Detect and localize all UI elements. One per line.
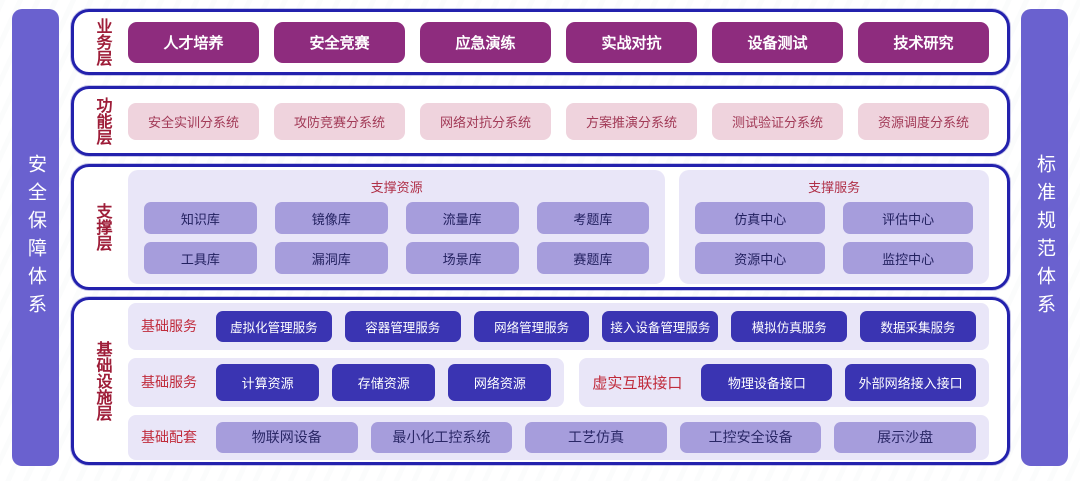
support-resources-grid: 知识库 镜像库 流量库 考题库 工具库 漏洞库 场景库 赛题库 [144,202,650,274]
support-service-item: 监控中心 [843,242,973,274]
infra-facilities-row: 基础配套 物联网设备 最小化工控系统 工艺仿真 工控安全设备 展示沙盘 [128,414,989,460]
support-service-item: 仿真中心 [695,202,826,234]
function-item: 测试验证分系统 [712,102,843,140]
function-item: 资源调度分系统 [858,102,989,140]
infra-interface-item: 物理设备接口 [701,363,833,401]
infra-services-row: 基础服务 虚拟化管理服务 容器管理服务 网络管理服务 接入设备管理服务 模拟仿真… [128,302,989,350]
business-item: 实战对抗 [566,21,697,63]
infra-service-item: 虚拟化管理服务 [216,310,332,342]
pillar-standards: 标准规范体系 [1021,9,1068,466]
infra-facility-item: 最小化工控系统 [370,421,513,453]
support-resource-item: 场景库 [405,242,519,274]
panel-infrastructure-layer: 基础设施层 基础服务 虚拟化管理服务 容器管理服务 网络管理服务 接入设备管理服… [71,297,1010,465]
panel-business-layer: 业务层 人才培养 安全竞赛 应急演练 实战对抗 设备测试 技术研究 [71,9,1010,75]
support-resource-item: 镜像库 [274,202,388,234]
support-service-item: 评估中心 [843,202,973,234]
infra-facility-item: 工艺仿真 [525,421,667,453]
infra-services-row-label: 基础服务 [141,318,197,334]
infra-facility-item: 物联网设备 [216,421,358,453]
infra-service-item: 接入设备管理服务 [602,310,719,342]
infra-service-item: 模拟仿真服务 [731,310,848,342]
business-item: 安全竞赛 [274,21,405,63]
support-layer-label: 支撑层 [93,203,111,251]
support-resource-item: 赛题库 [536,242,650,274]
business-items-row: 人才培养 安全竞赛 应急演练 实战对抗 设备测试 技术研究 [128,21,989,63]
infra-service-item: 容器管理服务 [344,310,461,342]
panel-function-layer: 功能层 安全实训分系统 攻防竞赛分系统 网络对抗分系统 方案推演分系统 测试验证… [71,86,1010,156]
infra-facility-item: 展示沙盘 [834,421,976,453]
function-layer-label: 功能层 [93,97,111,145]
function-item: 安全实训分系统 [128,102,259,140]
infrastructure-content: 基础服务 虚拟化管理服务 容器管理服务 网络管理服务 接入设备管理服务 模拟仿真… [128,302,989,460]
infra-service-item: 数据采集服务 [860,310,976,342]
infra-service-item: 网络管理服务 [473,310,590,342]
pillar-security-assurance: 安全保障体系 [12,9,59,466]
infra-resource-item: 计算资源 [216,363,320,401]
support-services-group: 支撑服务 仿真中心 评估中心 资源中心 监控中心 [679,170,989,284]
business-item: 应急演练 [420,21,551,63]
support-resource-item: 流量库 [405,202,519,234]
infra-interface-group: 虚实互联接口 物理设备接口 外部网络接入接口 [579,357,989,407]
support-resources-group: 支撑资源 知识库 镜像库 流量库 考题库 工具库 漏洞库 场景库 赛题库 [128,170,666,284]
infra-facility-item: 工控安全设备 [679,421,822,453]
support-resource-item: 漏洞库 [274,242,388,274]
infrastructure-layer-label: 基础设施层 [93,341,111,421]
support-service-item: 资源中心 [695,242,826,274]
function-items-row: 安全实训分系统 攻防竞赛分系统 网络对抗分系统 方案推演分系统 测试验证分系统 … [128,102,989,140]
support-services-title: 支撑服务 [808,180,861,195]
support-resource-item: 知识库 [144,202,257,234]
infra-resource-item: 存储资源 [332,363,436,401]
business-layer-label: 业务层 [93,18,111,66]
support-resource-item: 考题库 [536,202,650,234]
support-services-grid: 仿真中心 评估中心 资源中心 监控中心 [695,202,973,274]
business-item: 设备测试 [712,21,843,63]
panel-support-layer: 支撑层 支撑资源 知识库 镜像库 流量库 考题库 工具库 漏洞库 场景库 赛题库… [71,164,1010,290]
support-resource-item: 工具库 [144,242,257,274]
pillar-security-assurance-label: 安全保障体系 [25,153,46,322]
function-item: 方案推演分系统 [566,102,697,140]
support-content: 支撑资源 知识库 镜像库 流量库 考题库 工具库 漏洞库 场景库 赛题库 支撑服… [128,170,989,284]
infra-interface-label: 虚实互联接口 [592,374,683,392]
infra-resource-item: 网络资源 [448,363,552,401]
function-item: 攻防竞赛分系统 [274,102,405,140]
business-item: 人才培养 [128,21,259,63]
function-item: 网络对抗分系统 [420,102,551,140]
support-resources-title: 支撑资源 [370,180,423,195]
infra-middle-row: 基础服务 计算资源 存储资源 网络资源 虚实互联接口 物理设备接口 外部网络接入… [128,357,989,407]
pillar-standards-label: 标准规范体系 [1034,153,1055,322]
infra-facilities-label: 基础配套 [141,429,197,445]
infra-interface-item: 外部网络接入接口 [845,363,977,401]
infra-resources-label: 基础服务 [141,374,197,390]
infra-resources-group: 基础服务 计算资源 存储资源 网络资源 [128,357,565,407]
business-item: 技术研究 [858,21,989,63]
